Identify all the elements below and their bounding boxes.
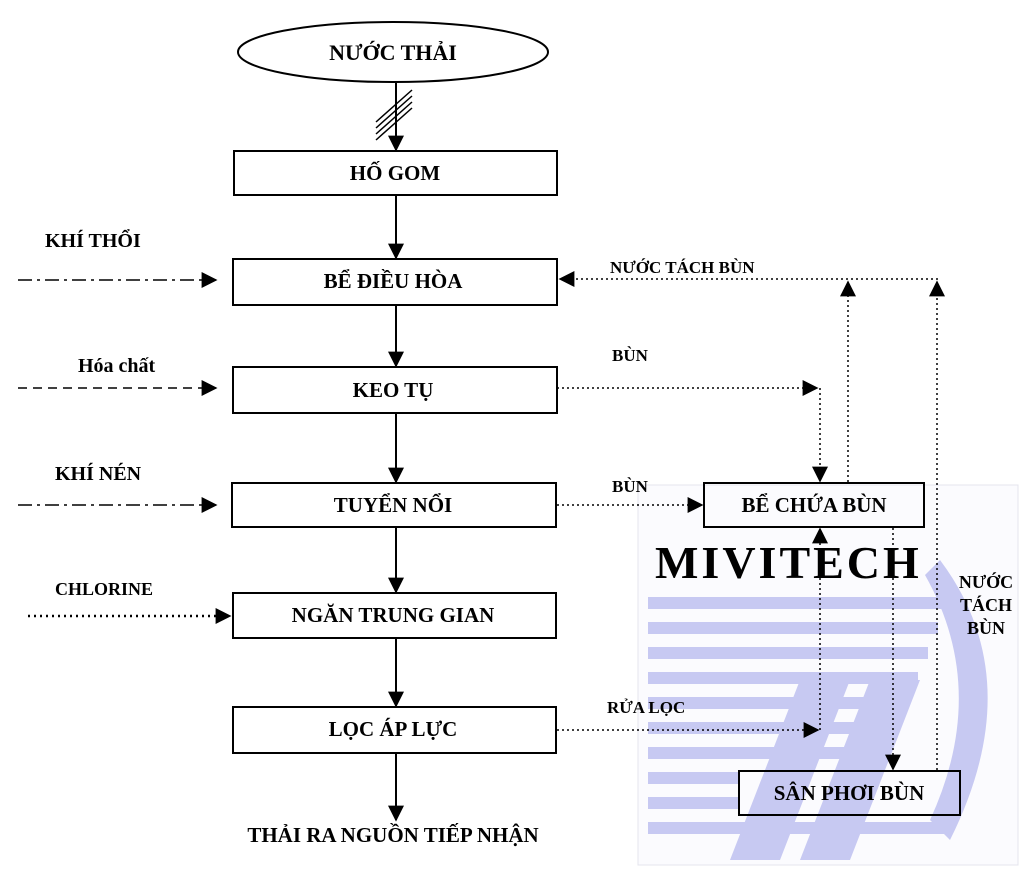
label-keo-tu: KEO TỤ [353, 378, 434, 402]
start-ellipse [237, 21, 549, 83]
box-loc-ap-luc [232, 706, 557, 754]
label-chlorine: CHLORINE [55, 579, 153, 599]
watermark-text: MIVITECH [655, 537, 922, 588]
start-label: NƯỚC THẢI [329, 40, 457, 65]
box-ho-gom [233, 150, 558, 196]
label-rua-loc: RỬA LỌC [607, 698, 685, 717]
screen-hatch-icon [375, 89, 413, 141]
label-bun-2: BÙN [612, 477, 649, 496]
label-khi-nen: KHÍ NÉN [55, 462, 142, 485]
label-nuoc-side-1: NƯỚC [959, 571, 1013, 592]
box-san-phoi-bun [738, 770, 961, 816]
label-be-chua-bun: BỂ CHỨA BÙN [741, 493, 886, 517]
label-ngan-trung-gian: NGĂN TRUNG GIAN [292, 603, 495, 627]
label-loc-ap-luc: LỌC ÁP LỰC [329, 717, 458, 741]
box-tuyen-noi [231, 482, 557, 528]
label-bun-1: BÙN [612, 346, 649, 365]
box-be-chua-bun [703, 482, 925, 528]
label-end: THẢI RA NGUỒN TIẾP NHẬN [247, 823, 538, 847]
box-keo-tu [232, 366, 558, 414]
label-nuoc-side-2: TÁCH [960, 594, 1012, 615]
sludge-flow-lines [557, 271, 945, 771]
box-ngan-trung-gian [232, 592, 557, 639]
label-nuoc-side-3: BÙN [967, 617, 1005, 638]
label-ho-gom: HỐ GOM [350, 161, 441, 185]
label-nuoc-tach-bun-top: NƯỚC TÁCH BÙN [610, 258, 755, 277]
box-be-dieu-hoa [232, 258, 558, 306]
label-tuyen-noi: TUYỂN NỔI [334, 493, 452, 517]
label-khi-thoi: KHÍ THỔI [45, 228, 141, 252]
label-be-dieu-hoa: BỂ ĐIỀU HÒA [324, 269, 464, 293]
label-hoa-chat: Hóa chất [78, 355, 156, 377]
label-san-phoi-bun: SÂN PHƠI BÙN [774, 781, 925, 805]
